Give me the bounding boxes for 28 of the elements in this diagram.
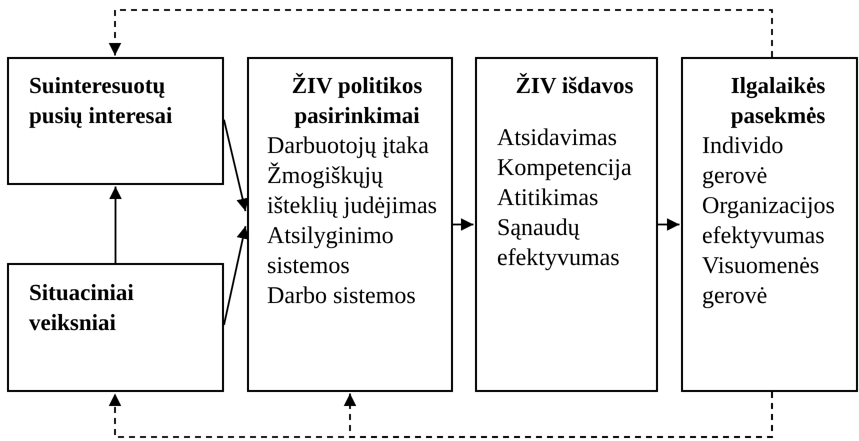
arrow: [453, 218, 474, 231]
process-box: [7, 57, 224, 185]
arrow: [658, 218, 680, 231]
list-item: Darbuotojų įtaka: [267, 132, 430, 161]
process-box: [475, 57, 658, 392]
arrow: [223, 120, 249, 212]
box-heading: Suinteresuotų pusių interesai: [29, 72, 174, 130]
list-item: Darbo sistemos: [267, 282, 417, 311]
arrow: [223, 226, 249, 326]
process-box: [681, 57, 858, 392]
box-heading: ŽIV politikos pasirinkimai: [290, 72, 424, 130]
list-item: Organizacijos efektyvumas: [702, 192, 836, 251]
box-heading: Situaciniai veiksniai: [29, 279, 135, 337]
list-item: Visuomenės gerovė: [702, 252, 820, 311]
feedback-arrow: [344, 392, 773, 438]
list-item: Atitikimas: [497, 184, 600, 213]
list-item: Individo gerovė: [702, 132, 784, 191]
list-item: Sąnaudų efektyvumas: [497, 214, 621, 273]
box-heading: Ilgalaikės pasekmės: [730, 72, 826, 130]
feedback-arrow: [108, 9, 773, 57]
process-box: [7, 263, 224, 392]
list-item: Žmogiškųjų išteklių judėjimas: [267, 161, 438, 221]
list-item: Kompetencija: [497, 154, 633, 183]
box-heading: ŽIV išdavos: [514, 72, 634, 100]
arrow: [109, 186, 122, 263]
process-box: [247, 57, 453, 392]
list-item: Atsidavimas: [497, 124, 618, 153]
list-item: Atsilyginimo sistemos: [267, 222, 395, 281]
